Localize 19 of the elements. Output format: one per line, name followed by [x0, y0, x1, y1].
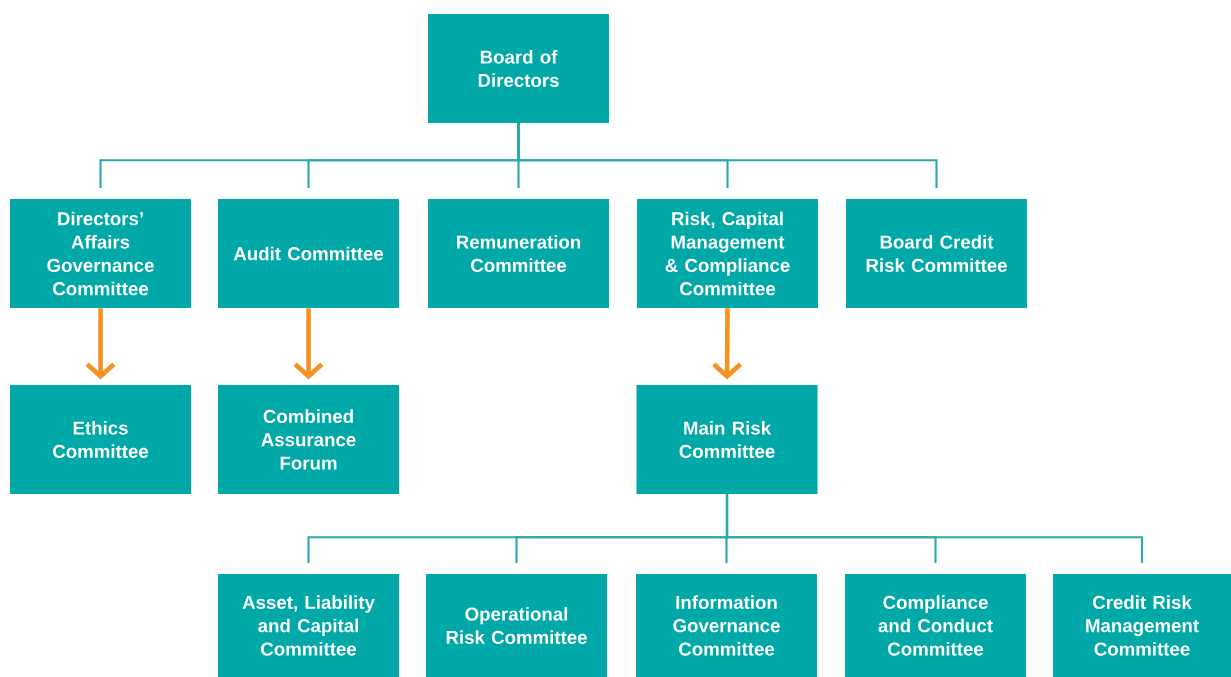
committee-box: Directors’ Affairs Governance Committee — [10, 199, 191, 308]
committee-box: Credit Risk Management Committee — [1053, 574, 1231, 677]
chevron-arrow — [85, 308, 116, 380]
committee-box: Compliance and Conduct Committee — [845, 574, 1026, 677]
committee-box: Combined Assurance Forum — [218, 385, 399, 494]
committee-box: Operational Risk Committee — [426, 574, 607, 677]
committee-box: Ethics Committee — [10, 385, 191, 494]
committee-box: Remuneration Committee — [428, 199, 609, 308]
committee-box: Information Governance Committee — [636, 574, 817, 677]
connector-line — [517, 123, 938, 189]
committee-box: Board Credit Risk Committee — [846, 199, 1027, 308]
chevron-arrow — [712, 308, 743, 380]
committee-box: Board of Directors — [428, 14, 609, 123]
committee-box: Asset, Liability and Capital Committee — [218, 574, 399, 677]
committee-box: Main Risk Committee — [636, 385, 818, 494]
committee-box: Risk, Capital Management & Compliance Committee — [637, 199, 818, 308]
chevron-arrow — [293, 308, 324, 380]
committee-box: Audit Committee — [218, 199, 399, 308]
connector-line — [725, 494, 1144, 564]
